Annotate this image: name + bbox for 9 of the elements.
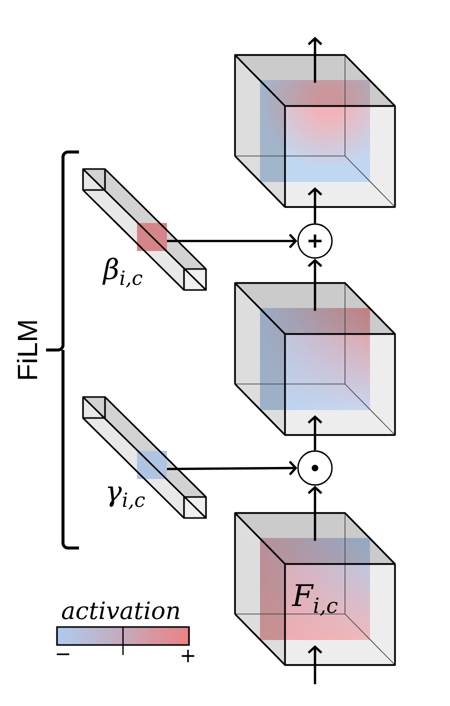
variable-label: β$_{i,c}$ <box>102 258 142 288</box>
variable-label: F$_{i,c}$ <box>292 584 338 616</box>
colorbar-title: activation <box>62 601 180 620</box>
feature-cube <box>234 282 396 436</box>
bracket-label: FiLM <box>16 321 38 379</box>
scale-label: + <box>182 650 194 662</box>
variable-label: γ$_{i,c}$ <box>108 486 145 510</box>
scale-label: − <box>56 653 70 656</box>
feature-cube <box>234 54 396 208</box>
